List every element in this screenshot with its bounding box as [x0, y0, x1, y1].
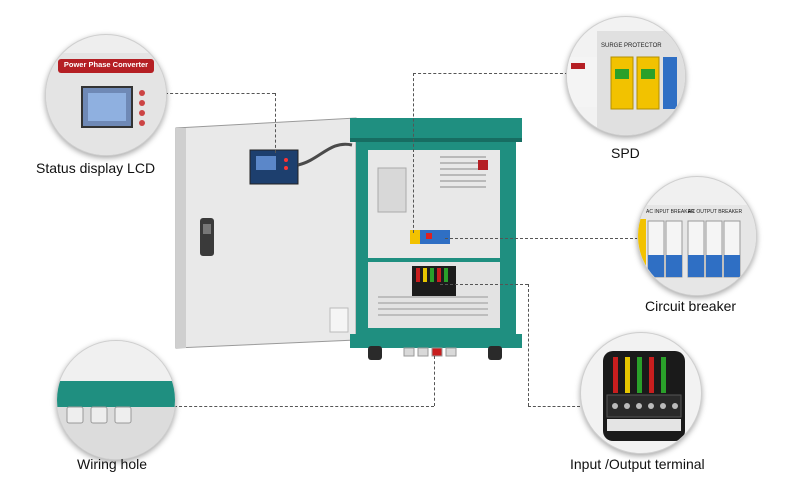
wiring-glands [66, 406, 132, 424]
leader-terminal [440, 284, 528, 285]
wiring-inset-circle [56, 340, 176, 460]
cabinet-edge [57, 381, 175, 407]
leader-lcd [165, 93, 275, 94]
leader-breaker [445, 238, 638, 239]
lcd-banner-text: Power Phase Converter [63, 60, 149, 69]
leader-spd [413, 73, 568, 74]
spd-inset-circle: SURGE PROTECTOR [566, 16, 686, 136]
spd-module-2 [636, 56, 660, 110]
caster-wheels [368, 346, 502, 360]
cabinet-top [350, 118, 522, 140]
terminal-wires [613, 357, 666, 393]
breaker-switches [647, 220, 741, 278]
breaker-left-text: AC INPUT BREAKER [646, 209, 695, 215]
breaker-inset-circle: AC INPUT BREAKER AC OUTPUT BREAKER [637, 176, 757, 296]
spd-module-1 [610, 56, 634, 110]
door-lock-icon [200, 218, 214, 256]
cable-glands [403, 347, 457, 357]
label-status-display-lcd: Status display LCD [36, 160, 156, 176]
label-circuit-breaker: Circuit breaker [645, 298, 737, 314]
leader-wiring [174, 406, 434, 407]
label-input-output-terminal: Input /Output terminal [570, 456, 705, 472]
terminal-strip [606, 394, 682, 418]
label-spd: SPD [611, 145, 640, 161]
cabinet-base [350, 334, 522, 348]
lcd-inset-circle: Power Phase Converter [45, 34, 167, 156]
breaker-right-text: AC OUTPUT BREAKER [688, 209, 743, 215]
label-wiring-hole: Wiring hole [77, 456, 148, 472]
spd-header-text: SURGE PROTECTOR [601, 43, 662, 49]
terminal-inset-circle [580, 332, 702, 454]
